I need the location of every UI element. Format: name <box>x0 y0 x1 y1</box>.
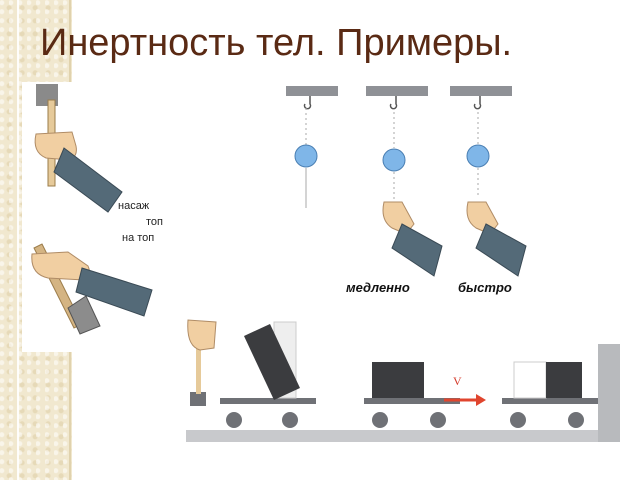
label-fast: быстро <box>458 280 512 295</box>
velocity-arrowhead <box>476 394 486 406</box>
sleeve <box>75 267 153 317</box>
label-slow: медленно <box>346 280 410 295</box>
velocity-label: V <box>453 374 462 388</box>
cart-wheel <box>510 412 526 428</box>
ceiling-bar <box>366 86 428 96</box>
slide-title: Инертность тел. Примеры. <box>40 22 513 64</box>
hammer-axe-drawing <box>31 84 153 335</box>
block <box>372 362 424 398</box>
hook <box>389 96 398 110</box>
block <box>546 362 582 398</box>
cart-wheel <box>568 412 584 428</box>
wall <box>598 344 620 442</box>
caption-line: насаж <box>118 200 150 212</box>
sleeve <box>391 223 443 277</box>
cart-drawing <box>186 319 620 442</box>
ceiling-bar <box>450 86 512 96</box>
sleeve <box>475 223 527 277</box>
cart-illustration: V <box>186 314 620 464</box>
hammer-axe-illustration: насаж топ на топ <box>22 82 172 352</box>
cart-wheel <box>226 412 242 428</box>
cart-platform <box>502 398 598 404</box>
pendulum-illustration: медленно быстро <box>282 84 542 300</box>
decorative-line <box>17 0 19 480</box>
hammer-handle <box>196 344 201 394</box>
pendulum-drawing <box>286 86 527 277</box>
hook <box>473 96 482 110</box>
hand <box>187 319 217 351</box>
axe-head <box>67 295 101 335</box>
sleeve <box>53 147 123 213</box>
block <box>244 324 300 400</box>
ceiling-bar <box>286 86 338 96</box>
hammer-head <box>190 392 206 406</box>
block-ghost <box>513 361 547 399</box>
cart-platform <box>364 398 460 404</box>
cart-wheel <box>282 412 298 428</box>
ball <box>382 148 406 172</box>
caption-line: на топ <box>122 232 155 244</box>
ball <box>294 144 318 168</box>
hook <box>303 96 312 110</box>
ball <box>466 144 490 168</box>
cart-platform <box>220 398 316 404</box>
cart-wheel <box>372 412 388 428</box>
floor <box>186 430 620 442</box>
caption-line: топ <box>146 216 163 228</box>
cart-wheel <box>430 412 446 428</box>
